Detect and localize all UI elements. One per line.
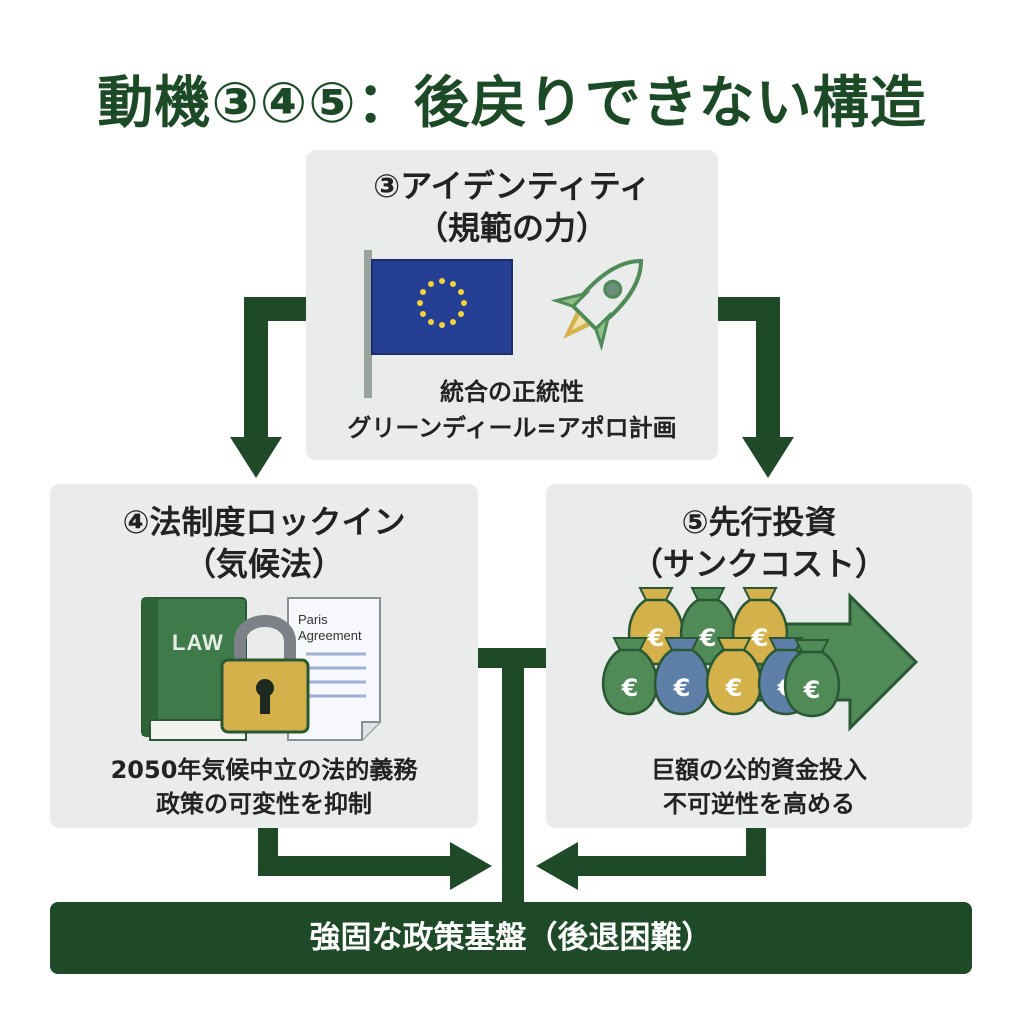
svg-text:€: € xyxy=(725,674,743,702)
identity-line-2: グリーンディール=アポロ計画 xyxy=(347,414,677,442)
arrow-identity-to-lockin xyxy=(230,297,306,478)
arrow-investment-to-center xyxy=(536,828,766,890)
money-bag-icon: € xyxy=(679,587,737,666)
investment-line-2: 不可逆性を高める xyxy=(663,790,855,818)
lockin-illustration xyxy=(141,597,381,741)
identity-heading: ③アイデンティティ xyxy=(373,167,651,205)
investment-heading: ⑤先行投資 xyxy=(681,503,837,541)
svg-text:€: € xyxy=(621,674,639,702)
identity-line-1: 統合の正統性 xyxy=(440,378,584,406)
svg-text:€: € xyxy=(647,624,665,652)
legal-lockin-panel: ④法制度ロックイン （気候法） LAW Paris Agreement 2050… xyxy=(50,484,478,828)
money-bag-icon: € xyxy=(731,587,789,666)
law-book-label: LAW xyxy=(172,630,224,655)
money-bag-icon: € xyxy=(627,587,685,666)
policy-foundation-bar: 強固な政策基盤（後退困難） xyxy=(50,902,972,974)
paris-agreement-label: Paris Agreement xyxy=(298,612,362,643)
lockin-line-1: 2050年気候中立の法的義務 xyxy=(110,756,418,784)
money-bag-icon: € xyxy=(601,637,659,716)
identity-panel: ③アイデンティティ （規範の力） 統合の正統性 グリーンディール=アポロ計画 xyxy=(306,150,718,460)
money-bag-icon: € xyxy=(705,637,763,716)
arrow-lockin-to-center xyxy=(258,828,492,890)
lockin-heading: ④法制度ロックイン xyxy=(122,503,406,541)
svg-text:€: € xyxy=(751,624,769,652)
foundation-label: 強固な政策基盤（後退困難） xyxy=(309,920,713,956)
svg-text:€: € xyxy=(699,624,717,652)
identity-illustration xyxy=(364,250,644,398)
svg-text:€: € xyxy=(803,676,821,704)
identity-subheading: （規範の力） xyxy=(415,209,608,247)
investment-illustration: €€€€€€€€ xyxy=(601,587,919,732)
money-bag-icon: € xyxy=(783,639,841,718)
page-title: 動機③④⑤：後戻りできない構造 xyxy=(97,71,927,136)
svg-text:€: € xyxy=(673,674,691,702)
money-bag-icon: € xyxy=(653,637,711,716)
rocket-icon xyxy=(550,258,644,352)
padlock-icon xyxy=(220,615,310,734)
investment-panel: ⑤先行投資 （サンクコスト） €€€€€€€€ 巨額の公的資金投入 不可逆性を高… xyxy=(546,484,972,828)
lockin-line-2: 政策の可変性を抑制 xyxy=(156,790,372,818)
investment-subheading: （サンクコスト） xyxy=(630,545,887,583)
investment-line-1: 巨額の公的資金投入 xyxy=(651,756,867,784)
law-book-icon xyxy=(141,597,247,741)
lockin-subheading: （気候法） xyxy=(183,545,344,583)
eu-flag-icon xyxy=(364,250,513,398)
arrow-identity-to-investment xyxy=(718,297,794,478)
